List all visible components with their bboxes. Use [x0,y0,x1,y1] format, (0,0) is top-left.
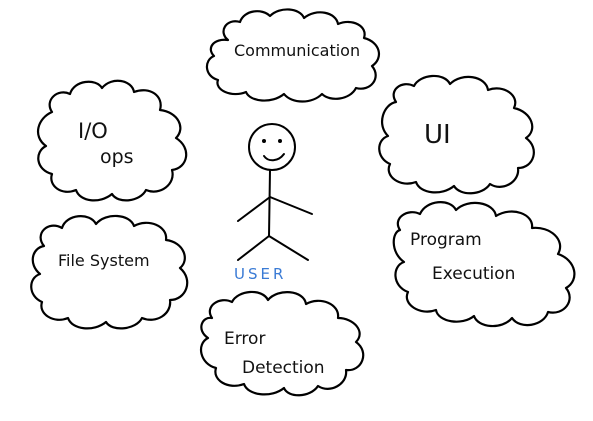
cloud-communication-label: Communication [234,41,360,60]
cloud-program-execution-label-line2: Execution [432,264,515,284]
cloud-error-detection: Error Detection [199,290,365,397]
cloud-error-detection-label-line1: Error [224,329,265,349]
cloud-file-system-label: File System [58,251,150,270]
cloud-io-ops: I/O ops [36,79,188,202]
cloud-error-detection-label-line2: Detection [242,358,325,378]
cloud-program-execution: Program Execution [392,201,576,328]
user-left-eye [262,139,266,143]
cloud-ui-label: UI [424,120,451,150]
user-head [248,123,296,171]
cloud-io-ops-label-line1: I/O [78,119,108,143]
cloud-file-system: File System [30,214,189,330]
cloud-program-execution-label-line1: Program [410,230,482,250]
cloud-communication-outline [205,8,381,103]
user-left-arm [237,196,271,222]
cloud-io-ops-outline [36,79,188,202]
cloud-communication: Communication [205,8,381,103]
cloud-error-detection-outline [199,290,365,397]
cloud-io-ops-label-line2: ops [100,146,134,168]
cloud-ui-outline [378,74,535,195]
user-label: USER [234,265,286,283]
cloud-ui: UI [378,74,535,195]
user-figure: USER [234,123,313,283]
user-right-arm [269,196,313,215]
cloud-file-system-outline [30,214,189,330]
user-body [268,169,271,237]
user-left-leg [237,235,270,261]
cloud-program-execution-outline [392,201,576,328]
user-right-leg [268,235,309,261]
user-smile [263,153,285,162]
user-right-eye [278,139,282,143]
